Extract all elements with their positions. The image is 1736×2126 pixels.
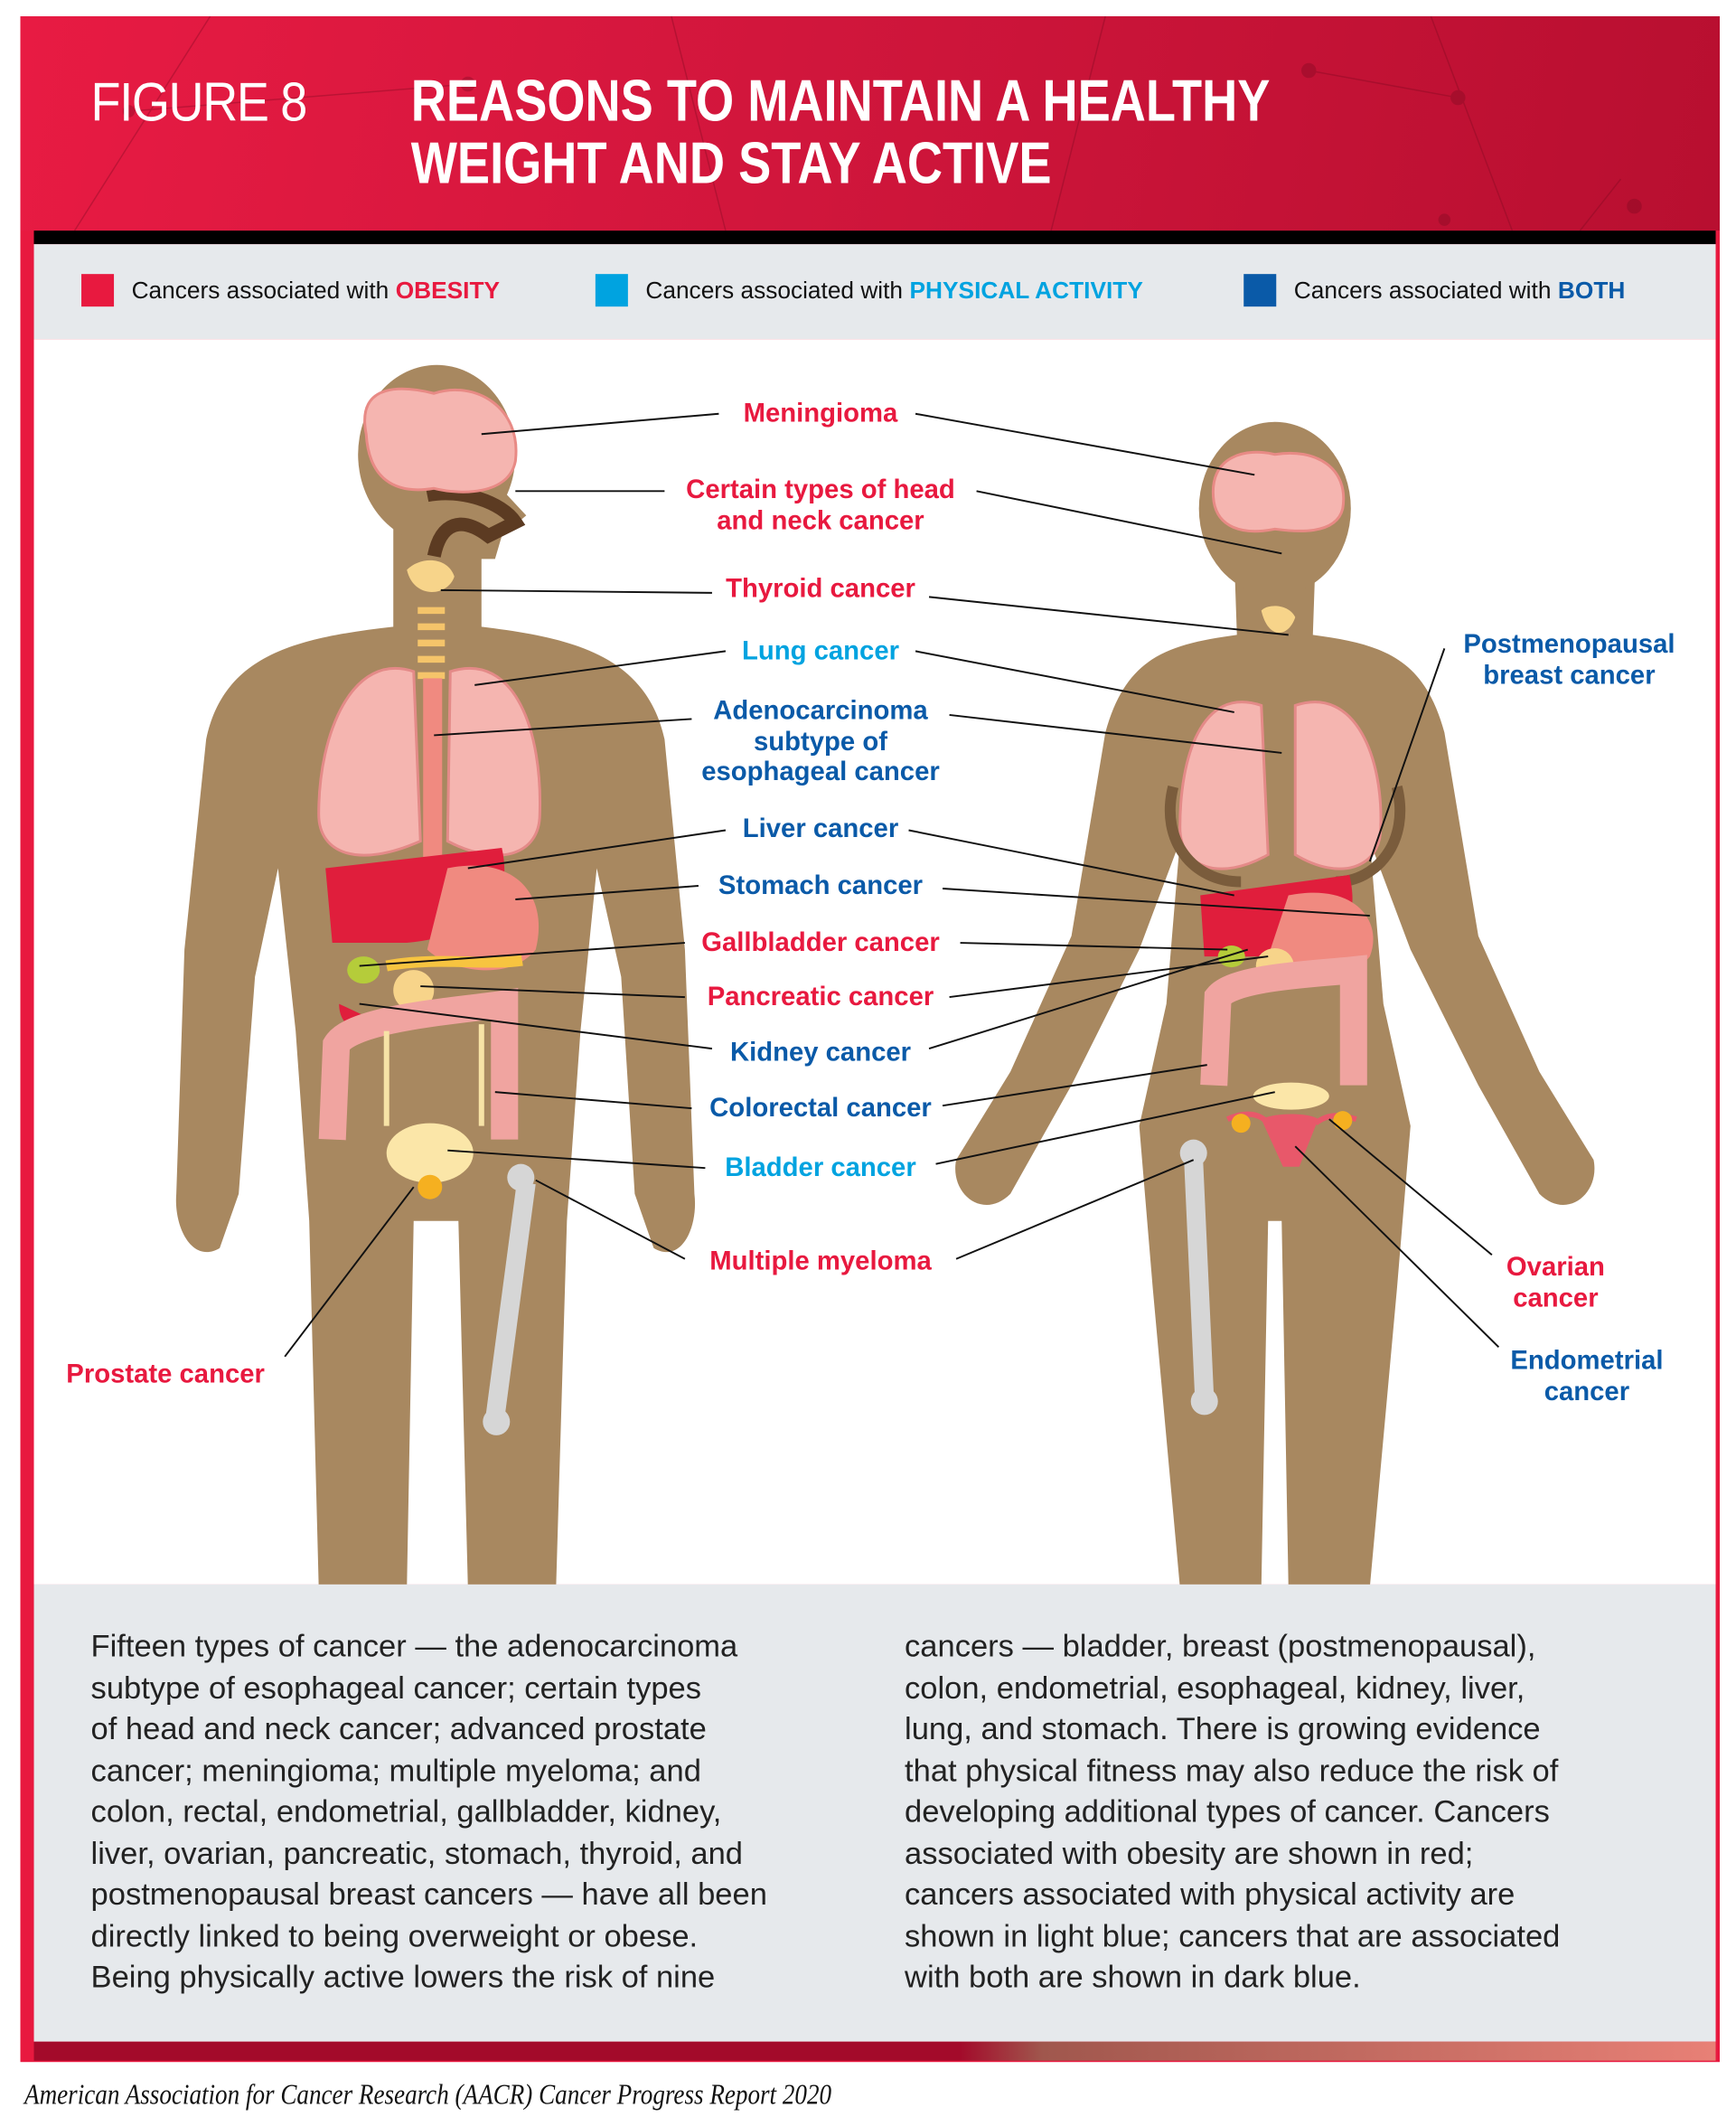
label-line: and neck cancer bbox=[717, 505, 924, 536]
bone-icon bbox=[1179, 1139, 1218, 1416]
label-line: Certain types of head bbox=[686, 475, 955, 505]
bone-icon bbox=[483, 1163, 536, 1435]
description-left-column: Fifteen types of cancer — the adenocarci… bbox=[91, 1625, 767, 1998]
title-line-1: REASONS TO MAINTAIN A HEALTHY bbox=[410, 69, 1271, 135]
label-line: cancer bbox=[1544, 1376, 1630, 1406]
text-line: colon, rectal, endometrial, gallbladder,… bbox=[90, 1793, 722, 1830]
divider-bar bbox=[33, 230, 1716, 245]
legend-emphasis: BOTH bbox=[1557, 276, 1626, 304]
label-thyroid-cancer: Thyroid cancer bbox=[726, 573, 915, 604]
legend-text: Cancers associated with bbox=[131, 276, 389, 304]
network-pattern bbox=[73, 16, 1642, 231]
female-figure bbox=[955, 421, 1595, 1585]
text-line: associated with obesity are shown in red… bbox=[905, 1834, 1474, 1870]
legend-swatch-red bbox=[81, 274, 115, 307]
label-gallbladder-cancer: Gallbladder cancer bbox=[701, 927, 940, 958]
text-line: lung, and stomach. There is growing evid… bbox=[905, 1710, 1541, 1746]
text-line: subtype of esophageal cancer; certain ty… bbox=[90, 1669, 702, 1705]
label-pancreatic-cancer: Pancreatic cancer bbox=[707, 982, 934, 1012]
text-line: liver, ovarian, pancreatic, stomach, thy… bbox=[90, 1834, 743, 1870]
label-line: Adenocarcinoma bbox=[713, 695, 928, 726]
legend-text: Cancers associated with bbox=[1293, 276, 1552, 304]
text-line: cancer; meningioma; multiple myeloma; an… bbox=[90, 1752, 701, 1788]
label-lung-cancer: Lung cancer bbox=[741, 635, 899, 666]
label-line: Ovarian bbox=[1506, 1252, 1605, 1283]
label-kidney-cancer: Kidney cancer bbox=[729, 1038, 912, 1068]
label-line: Endometrial bbox=[1510, 1345, 1664, 1376]
label-bladder-cancer: Bladder cancer bbox=[725, 1152, 916, 1183]
text-line: developing additional types of cancer. C… bbox=[905, 1793, 1550, 1830]
label-liver-cancer: Liver cancer bbox=[742, 814, 899, 844]
text-line: of head and neck cancer; advanced prosta… bbox=[90, 1710, 707, 1746]
figure-label: FIGURE 8 bbox=[90, 73, 308, 134]
text-line: cancers associated with physical activit… bbox=[905, 1876, 1515, 1912]
label-stomach-cancer: Stomach cancer bbox=[718, 870, 924, 901]
text-line: shown in light blue; cancers that are as… bbox=[905, 1917, 1561, 1953]
label-prostate-cancer: Prostate cancer bbox=[66, 1359, 265, 1389]
title-line-2: WEIGHT AND STAY ACTIVE bbox=[410, 131, 1052, 197]
label-line: cancer bbox=[1513, 1283, 1599, 1313]
leader-lines bbox=[284, 412, 1500, 1358]
legend-text: Cancers associated with bbox=[645, 276, 904, 304]
text-line: Being physically active lowers the risk … bbox=[90, 1959, 716, 1995]
label-line: esophageal cancer bbox=[701, 757, 940, 787]
male-figure bbox=[175, 364, 696, 1585]
figure-title: REASONS TO MAINTAIN A HEALTHY WEIGHT AND… bbox=[411, 71, 1271, 195]
legend-swatch-light-blue bbox=[595, 274, 628, 307]
body-illustration bbox=[175, 364, 1595, 1585]
text-line: cancers — bladder, breast (postmenopausa… bbox=[905, 1627, 1536, 1663]
label-line: breast cancer bbox=[1483, 660, 1656, 691]
description-box: Fifteen types of cancer — the adenocarci… bbox=[33, 1584, 1716, 2042]
label-line: Postmenopausal bbox=[1463, 629, 1675, 660]
legend-emphasis: OBESITY bbox=[395, 276, 501, 304]
header-banner: FIGURE 8 REASONS TO MAINTAIN A HEALTHY W… bbox=[20, 16, 1721, 231]
bottom-banner bbox=[33, 2041, 1716, 2061]
text-line: Fifteen types of cancer — the adenocarci… bbox=[90, 1627, 738, 1663]
text-line: directly linked to being overweight or o… bbox=[90, 1917, 699, 1953]
text-line: postmenopausal breast cancers — have all… bbox=[90, 1876, 767, 1912]
label-colorectal-cancer: Colorectal cancer bbox=[709, 1093, 932, 1124]
text-line: colon, endometrial, esophageal, kidney, … bbox=[905, 1669, 1525, 1705]
label-line: subtype of bbox=[753, 726, 887, 757]
text-line: that physical fitness may also reduce th… bbox=[905, 1752, 1559, 1788]
legend-swatch-dark-blue bbox=[1243, 274, 1277, 307]
description-right-column: cancers — bladder, breast (postmenopausa… bbox=[905, 1625, 1560, 1998]
label-meningioma: Meningioma bbox=[743, 399, 898, 429]
legend-emphasis: PHYSICAL ACTIVITY bbox=[909, 276, 1143, 304]
text-line: with both are shown in dark blue. bbox=[905, 1959, 1361, 1995]
label-multiple-myeloma: Multiple myeloma bbox=[709, 1246, 932, 1277]
source-caption: American Association for Cancer Research… bbox=[24, 2078, 832, 2112]
